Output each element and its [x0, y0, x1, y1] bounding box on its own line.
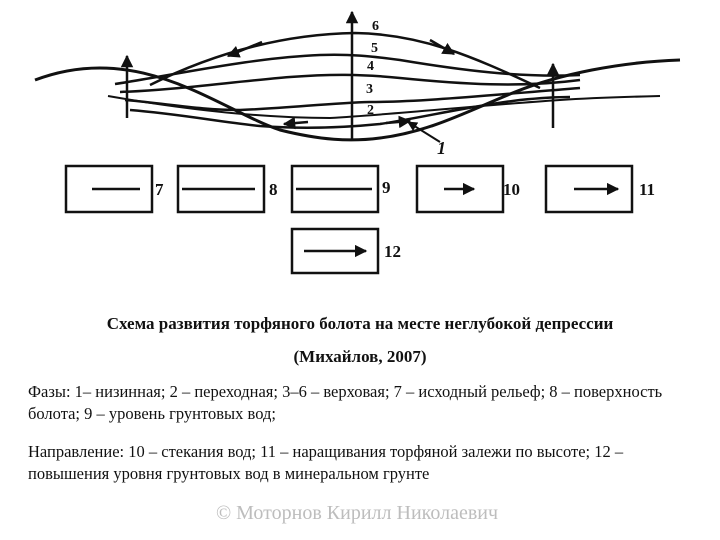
legend-number-11: 11 [639, 180, 655, 199]
label-phase-1: 1 [437, 138, 446, 158]
legend-directions-text: Направление: 10 – стекания вод; 11 – нар… [28, 442, 624, 483]
groundwater-level-line [107, 95, 661, 120]
label-phase-2: 2 [367, 103, 374, 118]
groundwater-arrow-left [282, 116, 309, 130]
legend-box-7 [64, 164, 154, 214]
legend-phases-text: Фазы: 1– низинная; 2 – переходная; 3–6 –… [28, 382, 663, 423]
runoff-arrow-right [429, 38, 456, 56]
bog-development-diagram: 6 5 4 3 2 1 7 8 9 10 [34, 10, 681, 275]
legend-number-12: 12 [384, 242, 401, 261]
legend-box-9 [290, 164, 380, 214]
figure-source: (Михайлов, 2007) [293, 347, 427, 366]
peat-layer-2 [129, 95, 571, 129]
figure-title: Схема развития торфяного болота на месте… [106, 314, 614, 333]
legend-box-12 [290, 227, 380, 275]
legend-box-10 [415, 164, 505, 214]
peat-layer-4 [119, 73, 581, 94]
runoff-arrow-left [226, 40, 263, 58]
legend-box-11 [544, 164, 634, 214]
legend-number-9: 9 [382, 178, 391, 197]
legend-number-7: 7 [155, 180, 164, 199]
copyright-watermark: © Моторнов Кирилл Николаевич [215, 502, 499, 524]
peat-layer-5 [114, 53, 581, 86]
label-phase-3: 3 [366, 82, 373, 97]
bog-surface-line [149, 31, 541, 90]
legend-box-8 [176, 164, 266, 214]
groundwater-arrow-right [385, 115, 412, 129]
label-phase-4: 4 [367, 59, 374, 74]
groundwater-arrow-low [407, 121, 441, 143]
legend-number-10: 10 [503, 180, 520, 199]
label-phase-6: 6 [372, 19, 379, 34]
legend-number-8: 8 [269, 180, 278, 199]
peat-layer-3 [124, 86, 581, 112]
label-phase-5: 5 [371, 41, 378, 56]
